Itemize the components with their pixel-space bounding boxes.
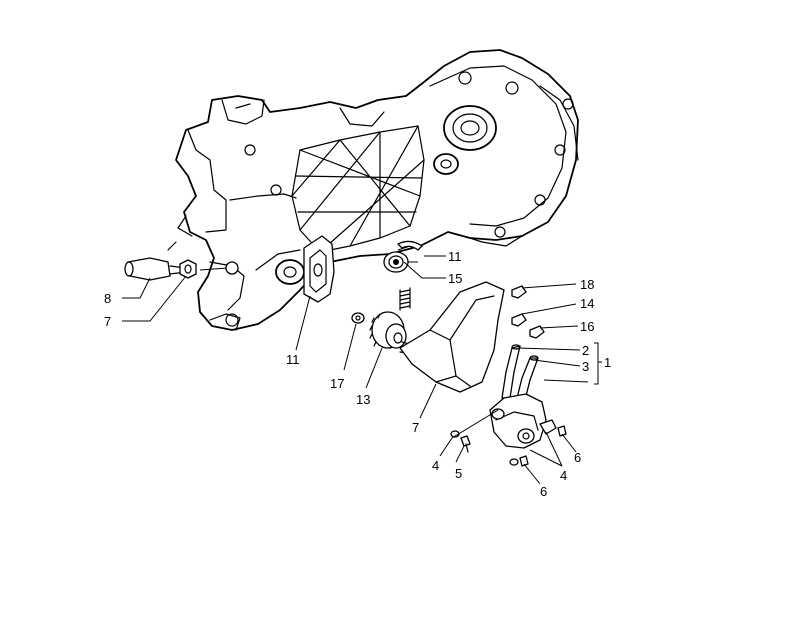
part-15-drive-gear bbox=[383, 251, 418, 273]
callout-5: 5 bbox=[455, 466, 462, 481]
part-8-nut bbox=[179, 259, 197, 279]
callout-6-lower: 6 bbox=[540, 484, 547, 499]
part-7-pump-housing bbox=[399, 281, 505, 393]
callout-8: 7 bbox=[104, 314, 111, 329]
callout-4-left: 4 bbox=[432, 458, 439, 473]
leader-lines bbox=[122, 245, 602, 485]
callout-6-right: 6 bbox=[574, 450, 581, 465]
part-11-clip bbox=[397, 240, 423, 251]
callout-18: 18 bbox=[580, 277, 594, 292]
callout-13: 13 bbox=[356, 392, 370, 407]
callout-14: 14 bbox=[580, 296, 594, 311]
callout-3: 3 bbox=[582, 359, 589, 374]
part-12-cover-plate bbox=[303, 235, 335, 303]
part-18-clip bbox=[511, 285, 527, 299]
assembly-axis-9 bbox=[199, 267, 229, 271]
callout-9: 8 bbox=[104, 291, 111, 306]
part-6-screw-lower bbox=[519, 455, 529, 467]
part-4-washer-lower bbox=[509, 458, 519, 466]
callout-17: 17 bbox=[330, 376, 344, 391]
callout-12: 11 bbox=[286, 352, 300, 367]
part-16-clip bbox=[529, 325, 545, 339]
callout-7: 7 bbox=[412, 420, 419, 435]
callout-2: 2 bbox=[582, 343, 589, 358]
oil-pump-body bbox=[489, 393, 557, 449]
part-13-pump-gear bbox=[369, 311, 417, 355]
callout-16: 16 bbox=[580, 319, 594, 334]
part-14-clip bbox=[511, 313, 527, 327]
part-2-3-hoses bbox=[501, 344, 539, 405]
callout-11: 11 bbox=[448, 249, 462, 264]
callout-15: 15 bbox=[448, 271, 462, 286]
part-5-screw bbox=[460, 435, 471, 453]
crankcase-housing bbox=[167, 49, 579, 331]
housing-boss-9 bbox=[225, 261, 239, 275]
callout-4-lower: 4 bbox=[560, 468, 567, 483]
part-17-washer bbox=[351, 312, 365, 324]
callout-1: 1 bbox=[604, 355, 611, 370]
spring bbox=[399, 287, 411, 311]
callout-labels: 8 7 11 17 13 7 11 15 18 14 16 2 3 1 4 5 … bbox=[104, 249, 611, 499]
part-6-screw-right bbox=[557, 425, 567, 437]
part-9-stud-bolt bbox=[124, 257, 187, 281]
